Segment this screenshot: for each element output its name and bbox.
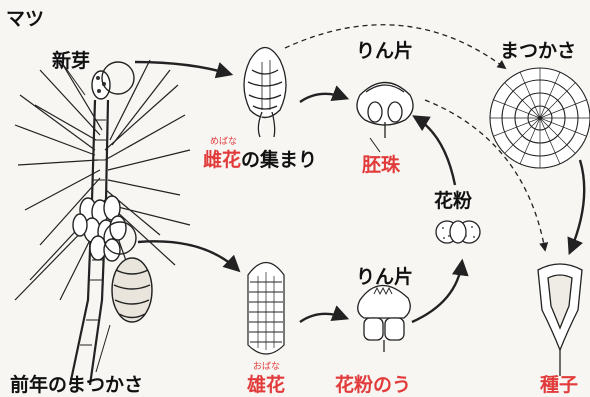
seed-illustration — [538, 264, 582, 376]
label-male-flower: 雄花 — [247, 370, 285, 397]
label-ovule: 胚珠 — [362, 150, 400, 177]
arrow-pollen-to-ovule — [415, 117, 455, 185]
label-pollen-sac: 花粉のう — [335, 370, 411, 397]
arrow-pollen-sac-to-pollen — [412, 262, 462, 322]
label-pinecone: まつかさ — [500, 36, 576, 63]
label-cluster-suffix: の集まり — [241, 149, 317, 171]
label-scale-top: りん片 — [356, 36, 413, 63]
pollen-grain-illustration — [436, 221, 480, 243]
label-pollen: 花粉 — [434, 186, 472, 213]
label-previous-year-cone: 前年のまつかさ — [10, 370, 143, 397]
scale-with-pollen-sacs-illustration — [358, 285, 411, 352]
male-flower-cluster — [73, 196, 126, 261]
scale-with-ovule-illustration — [357, 83, 413, 153]
label-seed: 種子 — [540, 370, 578, 397]
pine-branch-illustration — [15, 60, 190, 385]
male-flower-illustration — [248, 263, 284, 355]
previous-year-cone-shape — [112, 258, 152, 322]
female-cluster-illustration — [244, 48, 286, 138]
label-scale-bottom: りん片 — [356, 262, 413, 289]
label-female-flower-cluster: 雌花の集まり — [203, 145, 317, 172]
label-female-flower: 雌花 — [203, 149, 241, 171]
arrow-pinecone-to-seed — [570, 160, 584, 252]
new-bud-shape — [92, 71, 110, 99]
pinecone-illustration — [490, 68, 590, 168]
label-new-bud: 新芽 — [52, 46, 90, 73]
label-pine: マツ — [6, 4, 44, 31]
arrow-male-to-scale — [300, 314, 346, 322]
arrow-female-to-scale — [300, 94, 346, 102]
arrow-branch-to-female — [135, 62, 230, 74]
